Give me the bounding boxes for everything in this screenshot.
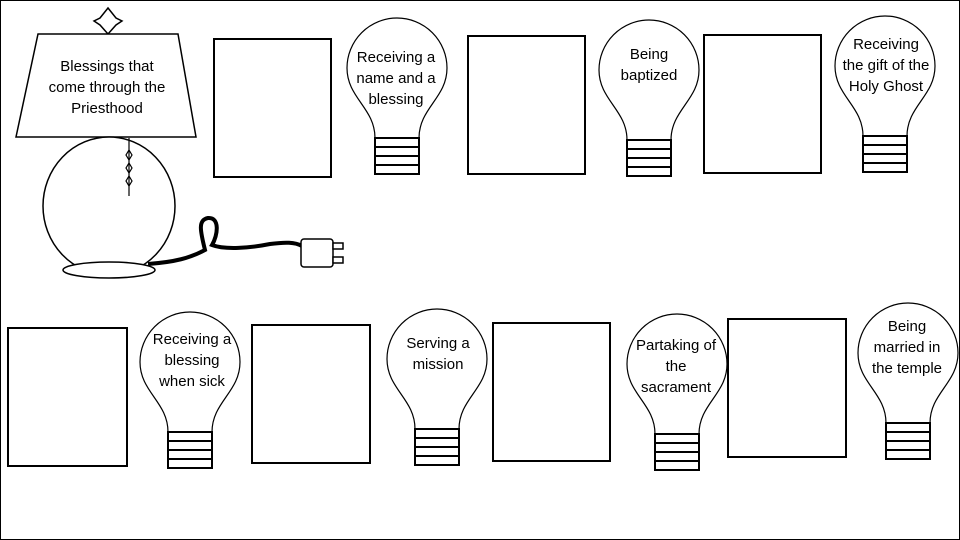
plug-icon bbox=[300, 238, 344, 268]
bulb-label: Being married in the temple bbox=[871, 318, 943, 377]
picture-box bbox=[467, 35, 586, 175]
lamp-title: Blessings that come through the Priestho… bbox=[48, 58, 166, 117]
bulb-label: Receiving a blessing when sick bbox=[152, 331, 232, 390]
picture-box bbox=[251, 324, 371, 464]
lightbulb-icon bbox=[857, 302, 959, 460]
lamp-base-glass bbox=[42, 136, 176, 276]
lightbulb-icon bbox=[834, 15, 936, 173]
picture-box bbox=[213, 38, 332, 178]
picture-box bbox=[7, 327, 128, 467]
bulb-label: Serving a mission bbox=[406, 335, 470, 373]
lamp-pull-chain bbox=[125, 138, 133, 196]
lamp-finial bbox=[92, 6, 124, 36]
picture-box bbox=[703, 34, 822, 174]
lamp-cord bbox=[147, 216, 303, 266]
bulb-label: Partaking of the sacrament bbox=[635, 337, 717, 396]
bulb-label: Receiving a name and a blessing bbox=[356, 49, 436, 108]
lightbulb-icon bbox=[139, 311, 241, 469]
lamp-shade bbox=[15, 33, 197, 138]
lightbulb-icon bbox=[598, 19, 700, 177]
lightbulb-icon bbox=[386, 308, 488, 466]
picture-box bbox=[492, 322, 611, 462]
lightbulb-icon bbox=[626, 313, 728, 471]
bulb-label: Receiving the gift of the Holy Ghost bbox=[842, 36, 930, 95]
bulb-label: Being baptized bbox=[620, 46, 678, 84]
lightbulb-icon bbox=[346, 17, 448, 175]
lamp-base-foot bbox=[62, 261, 156, 279]
picture-box bbox=[727, 318, 847, 458]
